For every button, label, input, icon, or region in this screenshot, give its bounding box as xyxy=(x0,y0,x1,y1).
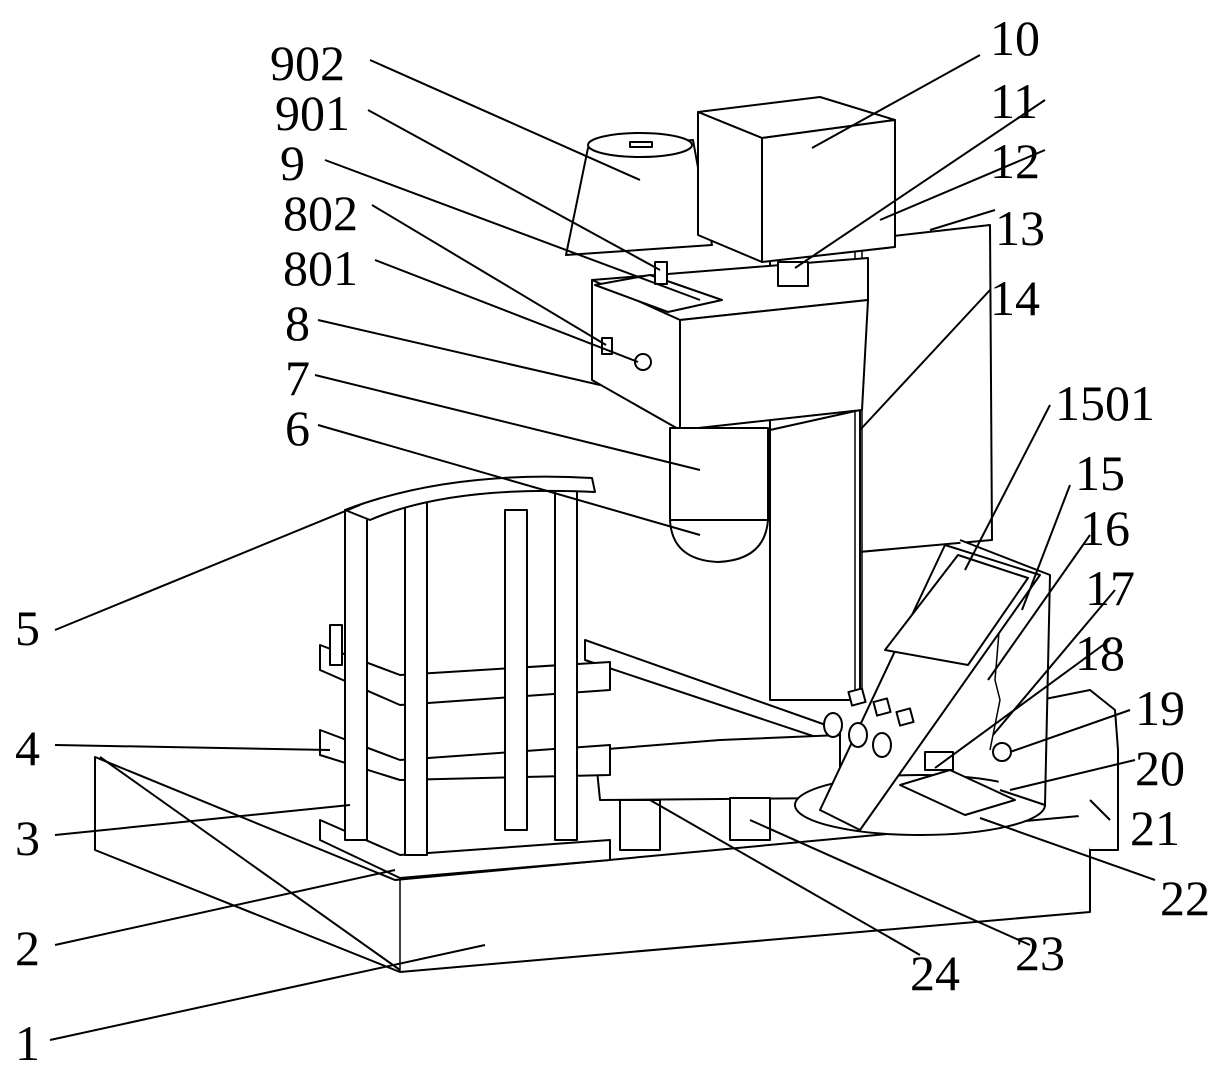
label-801: 801 xyxy=(283,240,358,296)
label-9: 9 xyxy=(280,135,305,191)
rack-frame xyxy=(320,477,610,878)
label-7: 7 xyxy=(285,350,310,406)
label-3: 3 xyxy=(15,810,40,866)
label-2: 2 xyxy=(15,920,40,976)
label-802: 802 xyxy=(283,185,358,241)
label-23: 23 xyxy=(1015,925,1065,981)
label-18: 18 xyxy=(1075,625,1125,681)
label-1: 1 xyxy=(15,1015,40,1071)
label-19: 19 xyxy=(1135,680,1185,736)
nozzle xyxy=(670,428,768,562)
label-11: 11 xyxy=(990,73,1038,129)
label-8: 8 xyxy=(285,295,310,351)
label-16: 16 xyxy=(1080,500,1130,556)
label-17: 17 xyxy=(1085,560,1135,616)
label-21: 21 xyxy=(1130,800,1180,856)
label-10: 10 xyxy=(990,10,1040,66)
label-15: 15 xyxy=(1075,445,1125,501)
label-4: 4 xyxy=(15,720,40,776)
label-13: 13 xyxy=(995,200,1045,256)
label-22: 22 xyxy=(1160,870,1210,926)
label-6: 6 xyxy=(285,400,310,456)
label-12: 12 xyxy=(990,133,1040,189)
label-901: 901 xyxy=(275,85,350,141)
label-24: 24 xyxy=(910,945,960,1001)
label-20: 20 xyxy=(1135,740,1185,796)
hopper xyxy=(566,133,712,284)
label-14: 14 xyxy=(990,270,1040,326)
label-5: 5 xyxy=(15,600,40,656)
label-902: 902 xyxy=(270,35,345,91)
label-1501: 1501 xyxy=(1055,375,1155,431)
